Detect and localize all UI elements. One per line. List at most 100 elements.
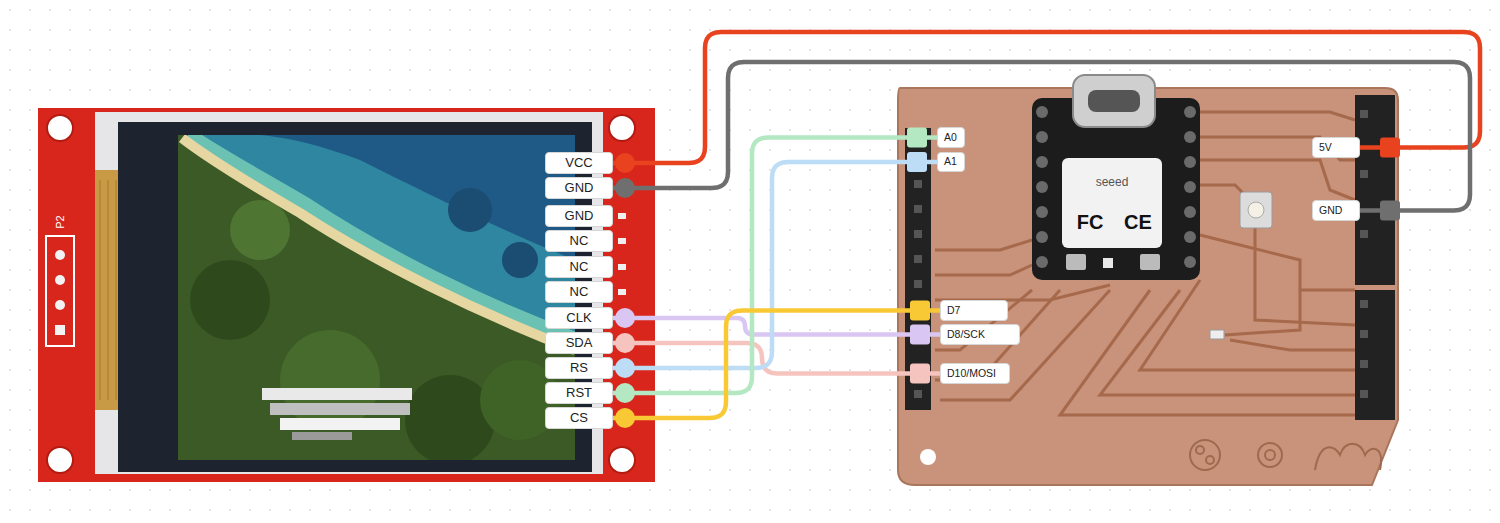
pin-header <box>905 128 931 410</box>
header-hole <box>55 275 65 285</box>
copper-traces <box>935 265 1032 275</box>
pin-name: NC <box>570 260 589 274</box>
logo-etching <box>1206 456 1214 464</box>
pin-dot <box>615 358 635 378</box>
logo-etching <box>1315 444 1381 470</box>
pin-marker <box>907 152 927 172</box>
pin-name: VCC <box>565 156 592 170</box>
pin-pads <box>618 238 626 244</box>
pin-dot <box>615 333 635 353</box>
pin-marker <box>1380 201 1400 221</box>
header-pins <box>914 180 922 188</box>
pin-name: GND <box>565 209 594 223</box>
screen-image <box>280 418 400 430</box>
led <box>1210 330 1224 339</box>
castellated-pads <box>1184 181 1196 193</box>
copper-traces <box>1200 185 1245 195</box>
board-pcb <box>898 88 1398 485</box>
logo-etching <box>1190 440 1381 470</box>
pin-label: 5V <box>1312 137 1360 158</box>
pin-label: GND <box>1312 200 1360 221</box>
flex-traces <box>116 180 117 400</box>
pin-name: A1 <box>944 156 957 168</box>
castellated-pads <box>1036 231 1048 243</box>
pin-header <box>1355 95 1395 285</box>
pin-pads <box>618 160 626 421</box>
screen-image <box>230 200 290 260</box>
pin-marker <box>910 325 930 345</box>
pin-pads <box>618 289 626 295</box>
header-pins <box>1360 390 1368 398</box>
castellated-pads <box>1036 156 1048 168</box>
castellated-pads <box>1036 106 1048 118</box>
usb-c-opening <box>1088 90 1140 112</box>
pin-name: NC <box>570 285 589 299</box>
silkscreen-text: P2 <box>55 215 66 228</box>
pin-dot <box>615 308 635 328</box>
button-cap <box>1248 202 1264 218</box>
pin-pads <box>618 213 626 219</box>
pin-label: NC <box>545 281 613 303</box>
castellated-pads <box>1036 181 1048 193</box>
pin-label: GND <box>545 205 613 227</box>
pin-marker <box>910 364 930 384</box>
copper-traces <box>1200 112 1355 120</box>
castellated-pads <box>1184 206 1196 218</box>
pin-label: A0 <box>937 127 965 148</box>
cert-mark: FC <box>1077 212 1104 232</box>
pin-name: RS <box>570 361 588 375</box>
jumper-wire <box>613 32 1480 163</box>
pin-label: SDA <box>545 332 613 354</box>
pin-dot <box>615 178 635 198</box>
header-pins <box>1360 110 1368 398</box>
pin-header <box>1355 290 1395 420</box>
screen-image <box>502 242 538 278</box>
display-pcb <box>38 108 655 482</box>
copper-traces <box>1100 290 1355 395</box>
screen-image <box>190 260 270 340</box>
copper-traces <box>1255 228 1355 325</box>
mount-hole <box>47 115 73 141</box>
screen-image <box>405 375 495 460</box>
header-pins <box>1360 360 1368 368</box>
castellated-pads <box>1184 131 1196 143</box>
xiao-carrier-board <box>898 75 1398 485</box>
pin-label: NC <box>545 230 613 252</box>
copper-traces <box>1200 160 1355 200</box>
copper-traces <box>1060 290 1355 415</box>
pin-label: D7 <box>940 300 1008 321</box>
pin-marker <box>907 128 927 148</box>
jumper-wire <box>613 318 940 335</box>
header-hole <box>55 250 65 260</box>
pin-dot <box>615 408 635 428</box>
pin-name: CLK <box>566 311 591 325</box>
pin-pads <box>618 264 626 270</box>
mount-hole <box>609 115 635 141</box>
copper-traces <box>935 240 1032 250</box>
pin-name: 5V <box>1319 142 1332 154</box>
header-pins <box>1360 170 1368 178</box>
pin-dot <box>615 153 635 173</box>
header-pins <box>914 255 922 263</box>
castellated-pads <box>1036 106 1196 268</box>
header-pins <box>1360 300 1368 308</box>
screen-image <box>270 403 410 415</box>
jumper-wire <box>613 62 1470 211</box>
pin-name: D10/MOSI <box>947 368 996 380</box>
pin-label: A1 <box>937 152 965 172</box>
pin-name: GND <box>565 181 594 195</box>
tactile-button <box>1240 192 1272 228</box>
pin-label: VCC <box>545 152 613 174</box>
screen-image <box>178 135 575 340</box>
pin-marker <box>1380 138 1400 158</box>
logo-etching <box>1265 450 1275 460</box>
pin-name: RST <box>566 386 592 400</box>
flex-traces <box>108 180 109 400</box>
rf-shield <box>1062 158 1162 248</box>
jumper-wire <box>613 162 937 368</box>
screen-image <box>178 135 575 460</box>
small-button <box>1066 254 1086 270</box>
pin-name: GND <box>1319 205 1342 217</box>
